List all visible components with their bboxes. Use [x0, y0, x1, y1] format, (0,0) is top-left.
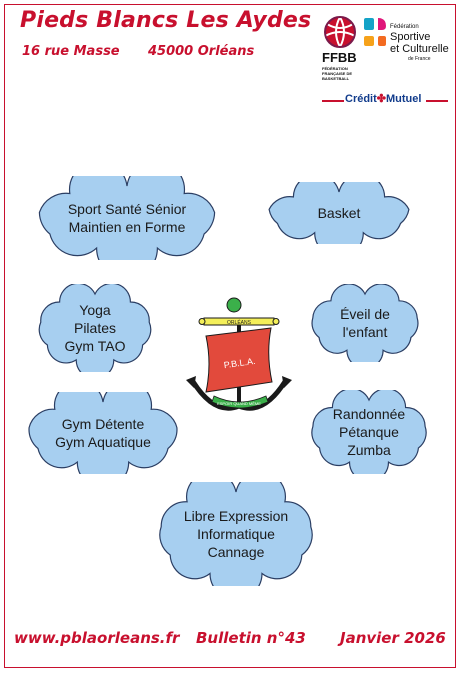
footer-date: Janvier 2026 — [340, 629, 446, 647]
activity-line: Éveil de — [340, 306, 390, 322]
city-address: 45000 Orléans — [148, 44, 255, 59]
ffbb-sub: FÉDÉRATION FRANÇAISE DE BASKETBALL — [322, 66, 353, 81]
partner-logos: FFBB FÉDÉRATION FRANÇAISE DE BASKETBALL … — [320, 14, 452, 112]
street-address: 16 rue Masse — [22, 44, 120, 59]
credit-rule-right — [426, 100, 448, 102]
credit-part2: Mutuel — [386, 93, 422, 105]
cloud-shape-icon — [28, 392, 178, 474]
activity-line: Randonnée — [332, 406, 406, 422]
club-title: Pieds Blancs Les Aydes — [20, 8, 312, 33]
activity-line: l'enfant — [342, 324, 388, 340]
activity-cloud-basket: Basket — [258, 182, 420, 244]
cloud-shape-icon — [311, 390, 427, 474]
cloud-shape-icon — [38, 176, 216, 260]
page-frame — [4, 4, 456, 668]
activity-line: Libre Expression — [183, 508, 289, 524]
activity-line: Pétanque — [339, 424, 399, 440]
emblem-sail-text: P.B.L.A. — [223, 356, 256, 370]
emblem-bar-text: ORLÉANS — [227, 319, 252, 326]
activity-line: Zumba — [347, 442, 391, 458]
ffbb-label: FFBB — [322, 50, 357, 65]
activity-line: Gym Aquatique — [55, 434, 151, 450]
fsc-sub: de France — [408, 56, 431, 62]
activity-line: Basket — [317, 205, 361, 221]
credit-rule-left — [322, 100, 344, 102]
emblem-ribbon-text: ESPOIR QUAND MÊME — [217, 401, 261, 406]
footer-bulletin: Bulletin n°43 — [196, 629, 306, 647]
credit-part1: Crédit — [345, 93, 377, 105]
activity-line: Yoga — [79, 302, 111, 318]
fsc-line2: et Culturelle — [390, 43, 449, 55]
cloud-shape-icon — [268, 182, 410, 244]
activity-cloud-eveil: Éveil de l'enfant — [302, 284, 428, 362]
credit-cross-icon: ✤ — [376, 93, 386, 105]
fsc-line1: Sportive — [390, 31, 431, 43]
ffbb-logo-icon — [324, 16, 386, 48]
fsc-small: Fédération — [390, 24, 419, 30]
cloud-shape-icon — [38, 284, 152, 372]
activity-text: Basket — [258, 182, 420, 244]
activity-line: Pilates — [73, 320, 117, 336]
activity-line: Sport Santé Sénior — [67, 201, 187, 217]
activity-line: Cannage — [207, 544, 265, 560]
cloud-shape-icon — [311, 284, 419, 362]
activity-line: Gym TAO — [64, 338, 126, 354]
footer-website[interactable]: www.pblaorleans.fr — [14, 629, 180, 647]
activity-text: Éveil de l'enfant — [302, 284, 428, 362]
credit-mutuel-logo: Crédit✤Mutuel — [345, 92, 421, 105]
pbla-emblem: ORLÉANS P.B.L.A. ESPOIR QUAND MÊME — [186, 297, 292, 411]
activity-line: Informatique — [197, 526, 275, 542]
cloud-shape-icon — [159, 482, 313, 586]
activity-line: Gym Détente — [61, 416, 145, 432]
activity-line: Maintien en Forme — [68, 219, 186, 235]
